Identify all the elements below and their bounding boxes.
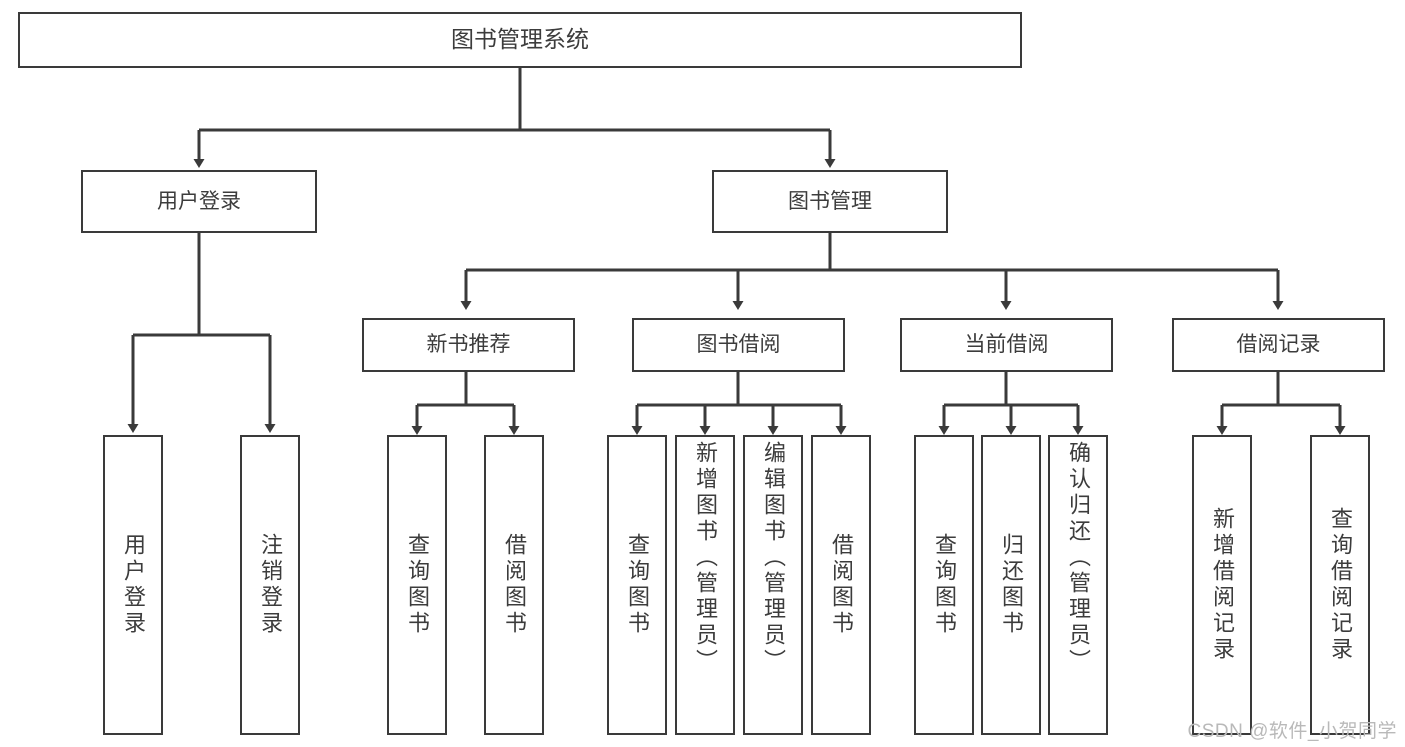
node-label: 图书管理系统 xyxy=(451,26,589,53)
node-label: 查询图书 xyxy=(625,533,650,637)
node-leaf-query-book-1[interactable]: 查询图书 xyxy=(387,435,447,735)
node-leaf-confirm-return[interactable]: 确认归还（管理员） xyxy=(1048,435,1108,735)
node-borrow-record[interactable]: 借阅记录 xyxy=(1172,318,1385,372)
node-label: 图书借阅 xyxy=(696,333,781,357)
node-user-login[interactable]: 用户登录 xyxy=(81,170,317,233)
node-leaf-return-book[interactable]: 归还图书 xyxy=(981,435,1041,735)
node-leaf-add-book[interactable]: 新增图书（管理员） xyxy=(675,435,735,735)
node-leaf-add-record[interactable]: 新增借阅记录 xyxy=(1192,435,1252,735)
node-book-borrow[interactable]: 图书借阅 xyxy=(632,318,845,372)
node-leaf-user-login[interactable]: 用户登录 xyxy=(103,435,163,735)
node-label: 查询借阅记录 xyxy=(1328,507,1353,663)
node-book-management[interactable]: 图书管理 xyxy=(712,170,948,233)
node-label: 确认归还（管理员） xyxy=(1066,441,1091,675)
node-label: 查询图书 xyxy=(932,533,957,637)
node-label: 借阅记录 xyxy=(1236,333,1321,357)
node-label: 借阅图书 xyxy=(829,533,854,637)
node-leaf-edit-book[interactable]: 编辑图书（管理员） xyxy=(743,435,803,735)
node-label: 归还图书 xyxy=(999,533,1024,637)
node-leaf-query-book-2[interactable]: 查询图书 xyxy=(607,435,667,735)
node-root-system[interactable]: 图书管理系统 xyxy=(18,12,1022,68)
node-label: 新书推荐 xyxy=(426,333,511,357)
node-label: 查询图书 xyxy=(405,533,430,637)
node-label: 当前借阅 xyxy=(964,333,1049,357)
node-label: 注销登录 xyxy=(258,533,283,637)
node-leaf-query-book-3[interactable]: 查询图书 xyxy=(914,435,974,735)
node-label: 用户登录 xyxy=(157,189,241,213)
node-label: 新增借阅记录 xyxy=(1210,507,1235,663)
node-label: 新增图书（管理员） xyxy=(693,441,718,675)
node-label: 图书管理 xyxy=(788,189,872,213)
node-label: 用户登录 xyxy=(121,533,146,637)
node-leaf-borrow-book-1[interactable]: 借阅图书 xyxy=(484,435,544,735)
node-label: 编辑图书（管理员） xyxy=(761,441,786,675)
node-leaf-query-record[interactable]: 查询借阅记录 xyxy=(1310,435,1370,735)
node-current-borrow[interactable]: 当前借阅 xyxy=(900,318,1113,372)
watermark-text: CSDN @软件_小贺同学 xyxy=(1187,721,1397,742)
node-leaf-logout-login[interactable]: 注销登录 xyxy=(240,435,300,735)
node-label: 借阅图书 xyxy=(502,533,527,637)
node-leaf-borrow-book-2[interactable]: 借阅图书 xyxy=(811,435,871,735)
node-new-book-recommend[interactable]: 新书推荐 xyxy=(362,318,575,372)
